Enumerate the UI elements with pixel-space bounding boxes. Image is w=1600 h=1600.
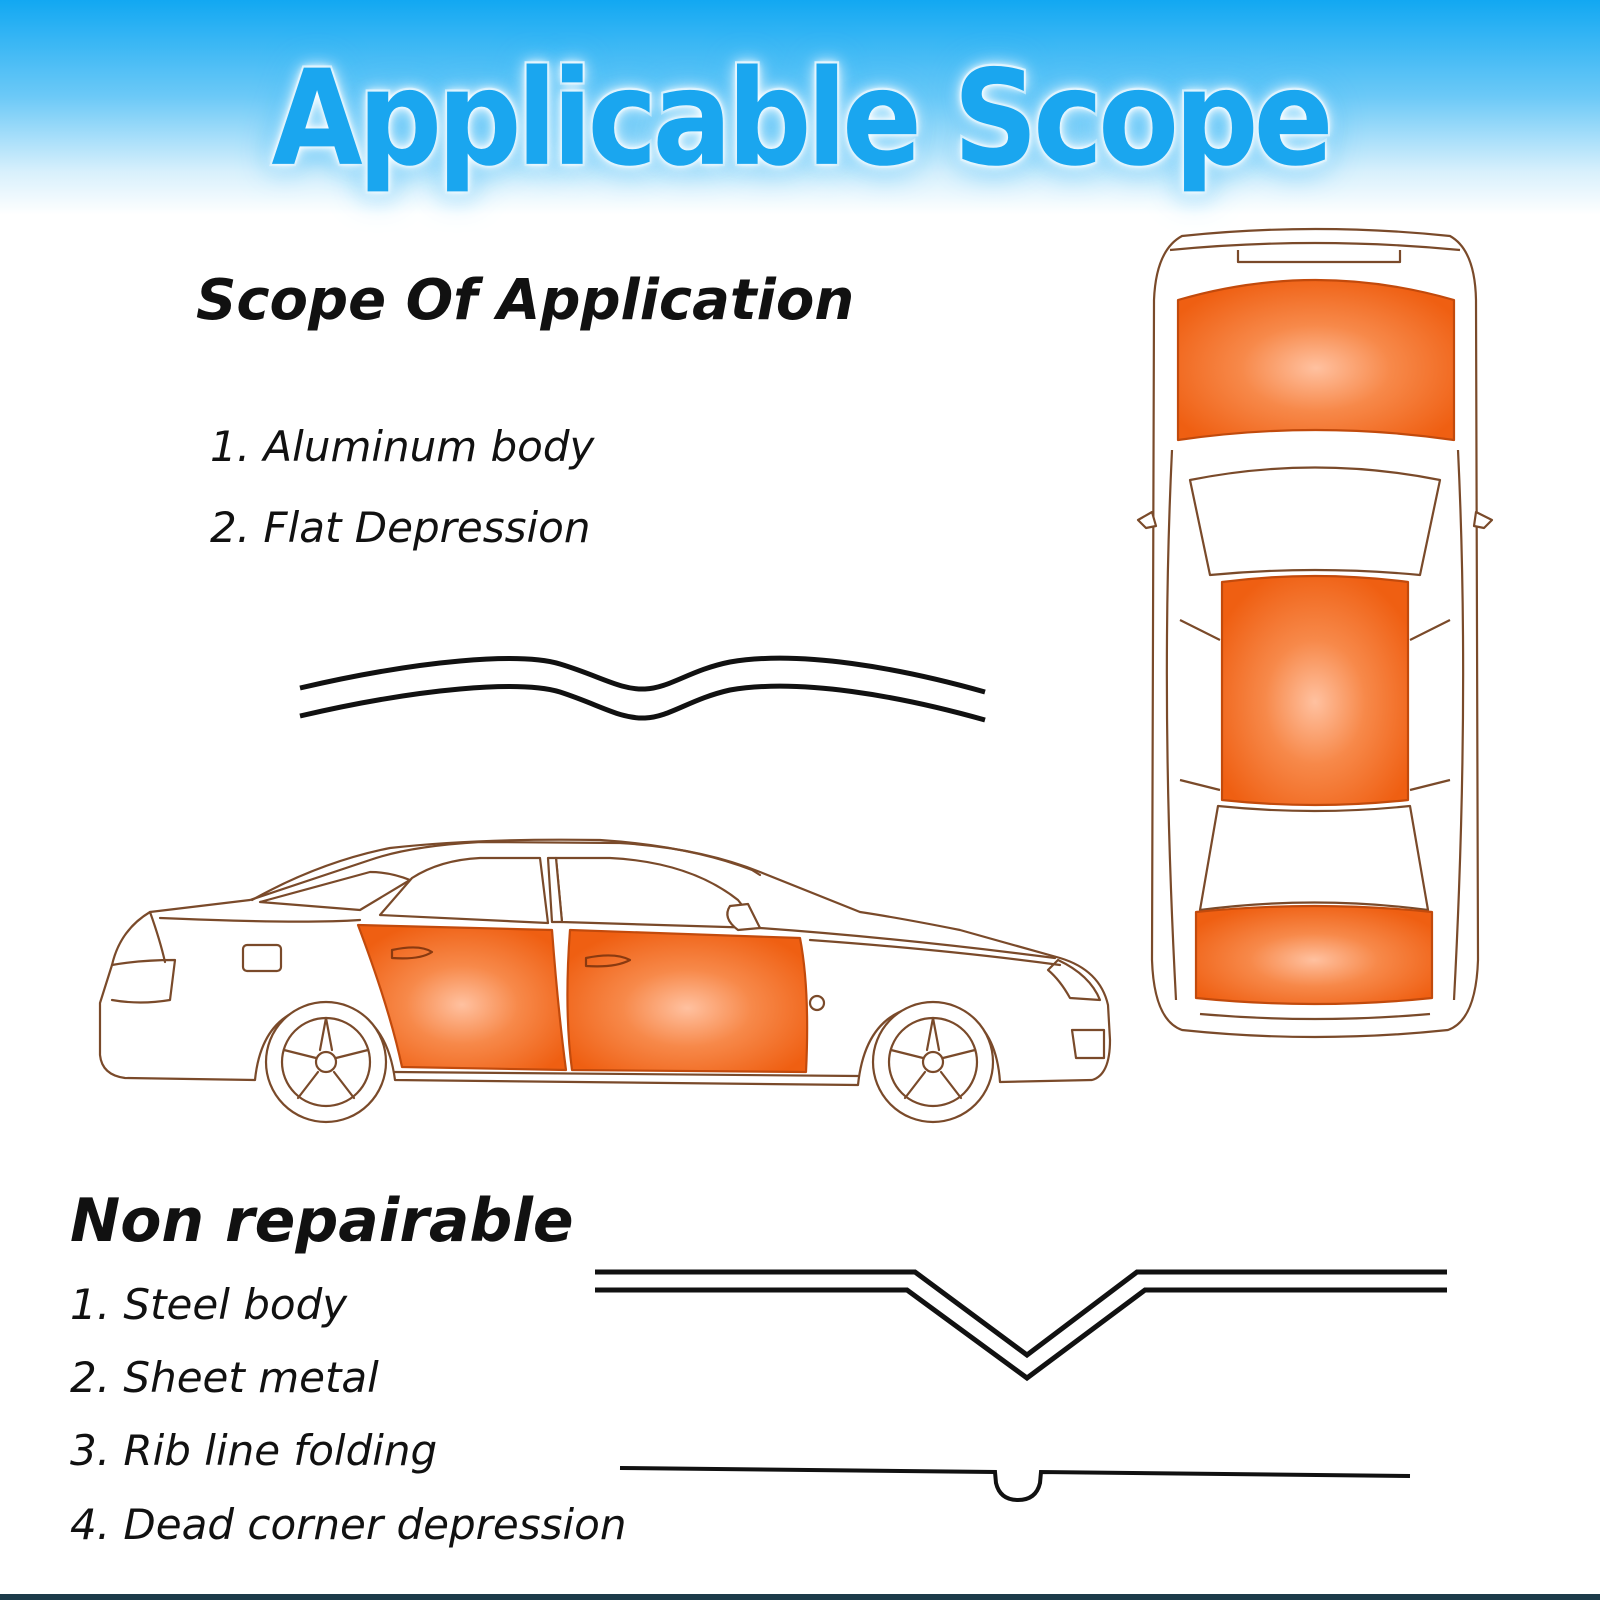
header-banner: Applicable Scope xyxy=(0,0,1600,215)
scope-item-aluminum-body: 1. Aluminum body xyxy=(210,422,595,471)
scope-heading: Scope Of Application xyxy=(196,268,855,333)
non-repairable-heading: Non repairable xyxy=(70,1186,574,1256)
front-wheel-icon xyxy=(871,1000,995,1124)
sharp-dent-profile-icon xyxy=(595,1269,1447,1382)
scope-item-flat-depression: 2. Flat Depression xyxy=(210,503,591,552)
non-repairable-item-rib-line-folding: 3. Rib line folding xyxy=(70,1426,438,1475)
car-top-view-icon xyxy=(1136,227,1494,1039)
car-side-view-icon xyxy=(98,838,1112,1124)
non-repairable-item-steel-body: 1. Steel body xyxy=(70,1280,348,1329)
bottom-border xyxy=(0,1594,1600,1600)
rib-dent-profile-icon xyxy=(619,1466,1411,1503)
flat-depression-profile-icon xyxy=(299,655,986,723)
banner-title: Applicable Scope xyxy=(269,38,1335,197)
non-repairable-item-dead-corner-depression: 4. Dead corner depression xyxy=(70,1500,627,1549)
rear-wheel-icon xyxy=(264,1000,388,1124)
non-repairable-item-sheet-metal: 2. Sheet metal xyxy=(70,1353,379,1402)
